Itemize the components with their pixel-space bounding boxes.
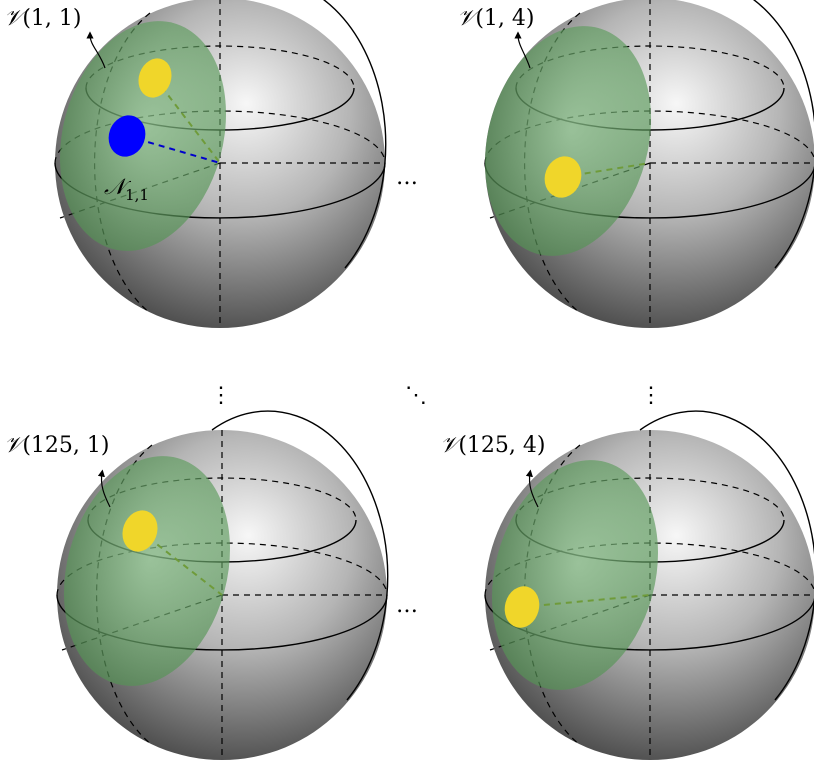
latitude-line-equator-back [484, 542, 814, 596]
sphere-v-1-4 [484, 0, 814, 328]
latitude-line-equator-back [54, 110, 386, 164]
yellow-point [544, 156, 582, 198]
label-arrow [525, 469, 539, 508]
blue-point [108, 115, 146, 157]
neighborhood-label: 𝒩1,1 [104, 175, 149, 204]
latitude-line-equator-back [484, 110, 814, 164]
longitude-line-back [523, 444, 581, 746]
longitude-line-front [752, 0, 814, 269]
sphere-v-125-1 [56, 410, 389, 760]
neighborhood-region [64, 456, 230, 686]
label-args: (1, 4) [475, 6, 534, 31]
label-arrow [514, 31, 531, 69]
neighborhood-region [492, 460, 658, 690]
sphere-v-1-1 [54, 0, 387, 328]
label-v-125-1: 𝒱(125, 1) [4, 433, 109, 458]
longitude-line-back [93, 12, 151, 314]
yellow-point [138, 58, 172, 98]
sphere-v-125-4 [484, 410, 814, 760]
longitude-line-front [639, 410, 814, 701]
longitude-line-front [322, 0, 387, 269]
ellipsis-vertical-right: ⋮ [640, 383, 662, 408]
label-arrow [97, 469, 111, 508]
yellow-point [122, 510, 158, 552]
ellipsis-horizontal-bottom: … [396, 593, 418, 618]
longitude-line-back [95, 444, 153, 746]
label-args: (125, 4) [458, 433, 545, 458]
longitude-line-front [211, 410, 389, 701]
yellow-point [504, 586, 540, 628]
latitude-line-equator-back [56, 542, 388, 596]
label-args: (1, 1) [22, 6, 81, 31]
longitude-line-back [523, 12, 581, 314]
label-args: (125, 1) [22, 433, 109, 458]
label-arrow [86, 31, 106, 69]
yellow-link [154, 77, 221, 164]
label-v-1-4: 𝒱(1, 4) [457, 6, 534, 31]
ellipsis-horizontal-top: … [396, 165, 418, 190]
ellipsis-diagonal: ⋱ [405, 383, 427, 408]
neighborhood-subscript: 1,1 [125, 186, 149, 204]
label-v-125-4: 𝒱(125, 4) [440, 433, 545, 458]
label-v-1-1: 𝒱(1, 1) [4, 6, 81, 31]
ellipsis-vertical-left: ⋮ [210, 383, 232, 408]
neighborhood-region [485, 26, 651, 256]
